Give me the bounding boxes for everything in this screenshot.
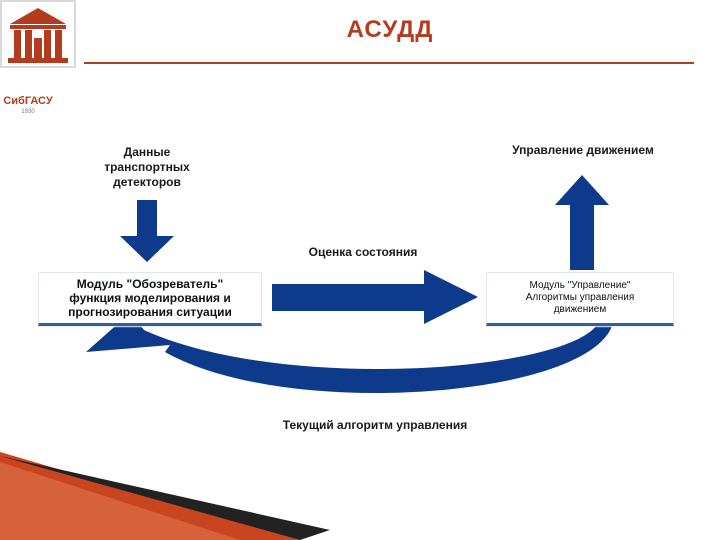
logo-subtext: 1930 xyxy=(21,109,35,115)
output-label: Управление движением xyxy=(512,143,654,157)
input-label: Данные транспортных детекторов xyxy=(104,145,190,189)
decorative-wedge-light xyxy=(0,462,240,540)
forward-label: Оценка состояния xyxy=(308,245,418,259)
slide-title: АСУДД xyxy=(346,16,434,43)
university-building-icon xyxy=(0,0,76,68)
input-down-arrow xyxy=(120,200,174,262)
return-curved-arrow xyxy=(86,313,612,394)
output-up-arrow xyxy=(555,175,609,270)
observer-module-text: Модуль "Обозреватель" функция моделирова… xyxy=(68,277,232,319)
control-module-text: Модуль "Управление" Алгоритмы управления… xyxy=(525,280,635,315)
decorative-wedge-dark xyxy=(0,456,330,540)
logo-text: СибГАСУ xyxy=(3,95,53,107)
university-logo: СибГАСУ 1930 xyxy=(0,0,76,115)
observer-module-box: Модуль "Обозреватель" функция моделирова… xyxy=(38,272,262,326)
return-label: Текущий алгоритм управления xyxy=(282,418,468,432)
title-underline xyxy=(84,62,694,64)
forward-arrow xyxy=(272,270,478,324)
control-module-box: Модуль "Управление" Алгоритмы управления… xyxy=(486,272,674,326)
